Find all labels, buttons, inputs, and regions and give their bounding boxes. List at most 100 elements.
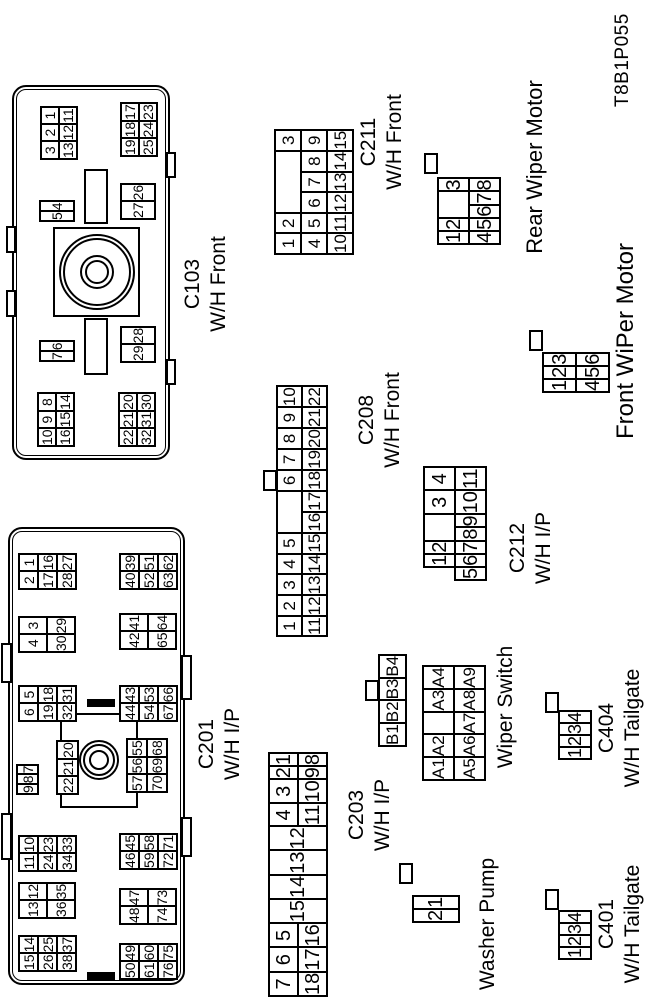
pin-cell: 1 [277,616,302,636]
pin-cell: 52 [139,571,158,589]
pin-cell: 1 [559,946,591,959]
pin-cell: 23 [139,103,157,121]
pin-cell: A6 [454,734,485,758]
pin-cell: 8 [277,428,302,449]
pin-cell: 13 [59,141,77,159]
pin-cell: 8 [455,527,486,541]
pin-cell: 3 [559,922,591,935]
pin-cell: 10 [277,386,302,408]
pin-cell: 3 [424,490,455,515]
pin-cell: 13 [269,850,327,875]
pin-cell: 53 [139,685,158,704]
pin-cell: 56 [127,756,147,775]
pin-cell: 7 [455,540,486,554]
pin-cell: 49 [120,943,139,962]
pin-cell: 64 [148,613,176,632]
pin-cell: 8 [298,752,327,767]
connector-label-line: C208 [355,394,378,446]
pin-cell: 35 [47,882,75,901]
pin-cell: 5 [576,365,609,379]
pin-cell: 16 [38,553,57,572]
pin-cell: 4 [559,910,591,923]
pin-cell: 27 [57,553,76,572]
blocked-cavity-x-cell [88,975,114,977]
pin-cell: 12 [302,595,327,617]
connector-label-line: W/H I/P [532,511,555,585]
lock-tab-icon [365,680,379,701]
pin-cell: A8 [454,688,485,712]
pin-cell: 14 [327,150,353,172]
pin-cell: 14 [269,874,327,899]
pin-cell: 5 [40,211,74,221]
pin-cell: 5 [19,685,38,704]
pin-cell: 32 [57,703,76,721]
pin-cell: 4 [277,553,302,575]
mount-tab [166,359,176,385]
pin-cell: 29 [121,344,155,362]
pin-cell: 41 [120,613,148,632]
pin-cell: 14 [19,935,38,954]
pin-cell: A4 [423,666,454,689]
pin-cell: 12 [269,826,327,851]
connector-label-line: C211 [357,117,380,167]
pin-cell: 1 [413,895,459,909]
pin-cell: 60 [139,943,158,962]
pin-cell: 47 [120,888,148,907]
page-id: T8B1P055 [612,13,633,107]
mount-tab [6,226,16,253]
pin-cell: 4 [269,803,298,827]
pin-cell: 26 [38,953,57,971]
connector-label-line: C201 [195,718,218,770]
pin-cell: 9 [298,766,327,780]
pin-cell: 6 [40,341,74,352]
pin-cell: 9 [301,129,327,151]
pin-cell: 18 [38,685,57,704]
pin-cell: 2 [19,571,38,589]
pin-cell: 7 [17,764,38,775]
pin-cell: 18 [121,120,139,139]
pin-cell: 2 [41,123,59,142]
blocked-cavity-x-cell [88,704,114,706]
pin-cell: 30 [47,634,75,652]
blocked-cavity-x-cell [88,700,114,702]
pin-cell: 23 [38,835,57,854]
pin-cell: 28 [57,571,76,589]
mount-hole-ring [89,750,109,771]
pin-cell: 38 [57,953,76,971]
mount-tab [166,152,176,178]
pin-cell: 15 [19,953,38,971]
pin-cell: B4 [379,654,406,678]
pin-cell: 33 [57,835,76,854]
blocked-cavity-x-cell [438,191,469,218]
connector-label: Washer Pump [475,764,501,1000]
pin-cell: 63 [158,571,177,589]
mount-tab [181,655,192,700]
blank-slot [84,169,108,224]
connector-label-line: Rear Wiper Motor [522,80,547,254]
connector-label: Front WiPer Motor [611,181,640,501]
pin-cell: B3 [379,677,406,701]
pin-cell: 71 [158,833,177,852]
pin-cell: 54 [139,703,158,721]
pin-cell: 59 [139,851,158,869]
pin-cell: 74 [148,906,176,924]
pin-cell: 11 [59,107,77,124]
pin-cell: 17 [121,103,139,121]
pin-cell: 12 [19,882,47,901]
pin-cell: A9 [454,666,485,689]
pin-cell: 11 [302,616,327,636]
pin-grid [87,699,115,707]
pin-cell: 66 [158,685,177,704]
pin-cell: A1 [423,757,454,780]
pin-cell: 20 [119,393,137,411]
